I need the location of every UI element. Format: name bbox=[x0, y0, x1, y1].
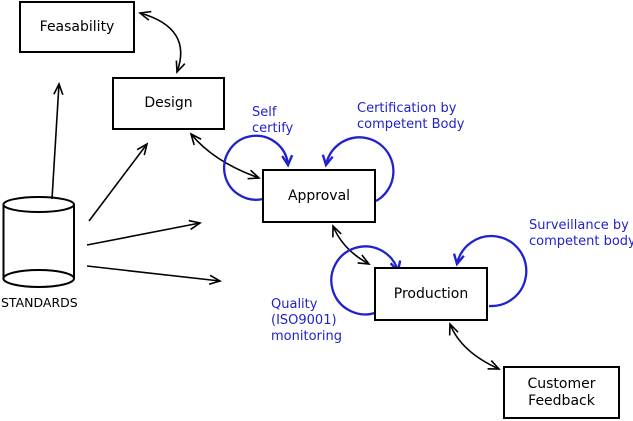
annotation-quality: Quality (ISO9001) monitoring bbox=[271, 297, 342, 345]
node-production: Production bbox=[374, 267, 488, 321]
annotation-certification-line1: Certification by bbox=[357, 101, 457, 116]
arrow-production-feedback bbox=[448, 322, 501, 370]
node-design: Design bbox=[112, 77, 225, 130]
node-feasability-label: Feasability bbox=[39, 18, 115, 35]
arrow-standards-approval bbox=[86, 219, 202, 246]
node-approval-label: Approval bbox=[287, 187, 351, 204]
loop-quality-monitoring bbox=[330, 245, 402, 316]
arrow-feasability-design bbox=[138, 10, 186, 74]
arrow-standards-production bbox=[86, 265, 223, 286]
arrow-standards-design bbox=[88, 142, 149, 222]
loop-self-certify bbox=[222, 134, 294, 201]
annotation-quality-line3: monitoring bbox=[271, 329, 342, 344]
annotation-quality-line1: Quality bbox=[271, 297, 318, 312]
loop-certification bbox=[321, 136, 395, 203]
node-production-label: Production bbox=[393, 285, 469, 302]
arrow-design-approval bbox=[189, 132, 261, 180]
annotation-quality-line2: (ISO9001) bbox=[271, 313, 337, 328]
node-feasability: Feasability bbox=[19, 1, 135, 53]
node-customer-feedback: Customer Feedback bbox=[503, 366, 620, 419]
arrow-approval-production bbox=[332, 224, 371, 265]
standards-cylinder bbox=[2, 196, 75, 288]
annotation-certification-line2: competent Body bbox=[357, 117, 465, 132]
standards-label: STANDARDS bbox=[1, 295, 78, 310]
annotation-surveillance: Surveillance by competent body bbox=[529, 218, 633, 250]
annotation-self-certify: Self certify bbox=[252, 105, 293, 137]
node-customer-feedback-line2: Feedback bbox=[528, 392, 595, 409]
annotation-surveillance-line2: competent body bbox=[529, 234, 633, 249]
annotation-surveillance-line1: Surveillance by bbox=[529, 218, 629, 233]
annotation-self-certify-line1: Self bbox=[252, 105, 277, 120]
annotation-certification: Certification by competent Body bbox=[357, 101, 464, 133]
arrow-standards-feasability bbox=[51, 81, 64, 200]
node-approval: Approval bbox=[262, 169, 376, 223]
annotation-self-certify-line2: certify bbox=[252, 121, 294, 136]
node-customer-feedback-line1: Customer bbox=[527, 375, 596, 392]
loop-surveillance bbox=[452, 234, 528, 308]
node-design-label: Design bbox=[144, 95, 193, 111]
